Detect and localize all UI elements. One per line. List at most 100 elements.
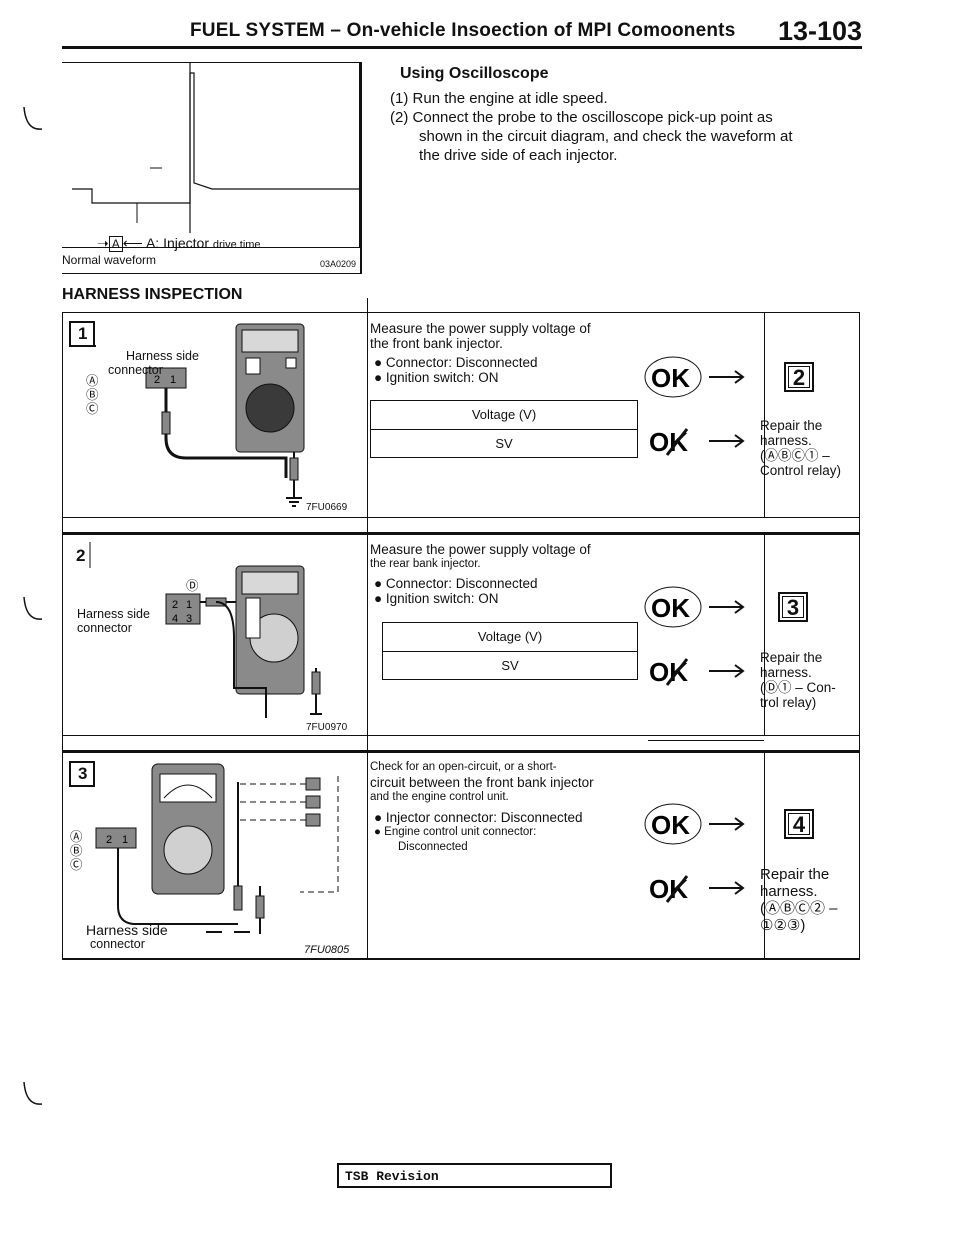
voltage-table: Voltage (V) SV — [370, 400, 638, 458]
svg-text:3: 3 — [186, 613, 192, 625]
header-rule — [62, 46, 862, 49]
frame-line — [62, 312, 860, 313]
bullet-item: ● Connector: Disconnected — [374, 576, 538, 591]
section-3-text: Check for an open-circuit, or a short- c… — [370, 760, 640, 855]
step-text: Connect the probe to the oscilloscope pi… — [412, 109, 773, 126]
frame-line — [62, 517, 860, 518]
step-num: (2) — [390, 109, 409, 126]
svg-text:1: 1 — [186, 599, 192, 611]
oscilloscope-title: Using Oscilloscope — [400, 65, 549, 82]
page-number: 13-103 — [778, 16, 863, 46]
terminal-d-icon: Ⓓ — [186, 579, 199, 593]
figure-label: Harness side — [126, 349, 199, 363]
frame-line — [764, 535, 765, 735]
svg-text:2: 2 — [172, 599, 178, 611]
section-number: 3 — [78, 764, 88, 783]
step-1: (1) Run the engine at idle speed. — [390, 89, 793, 108]
section-heading: and the engine control unit. — [370, 791, 509, 803]
figure-code: 7FU0669 — [306, 502, 348, 513]
table-value: SV — [383, 651, 637, 679]
binder-mark — [23, 1081, 43, 1105]
bullet-item: ● Connector: Disconnected — [374, 355, 538, 370]
harness-title: HARNESS INSPECTION — [62, 286, 243, 303]
bullet-item: ● Ignition switch: ON — [374, 370, 499, 385]
arrow-left-icon: ⟵ — [122, 235, 143, 251]
waveform-caption: ➝A⟵ A: Injector drive time — [97, 235, 261, 252]
table-header: Voltage (V) — [477, 629, 543, 644]
bullet-item: Disconnected — [398, 841, 468, 853]
section-heading: Measure the power supply voltage of — [370, 542, 591, 557]
section-number: 2 — [76, 546, 86, 565]
oscilloscope-steps: (1) Run the engine at idle speed. (2) Co… — [390, 89, 793, 165]
frame-line — [62, 958, 860, 960]
section-2-figure: 2 1 4 3 2 Ⓓ Harness side connector 7FU09… — [66, 538, 362, 734]
table-header: Voltage (V) — [471, 407, 537, 422]
repair-note: Repair the harness. (ⒶⒷⒸ① – Control rela… — [760, 418, 842, 478]
bullet-item: ● Injector connector: Disconnected — [374, 810, 583, 825]
marker-a: A — [108, 236, 123, 252]
binder-mark — [23, 106, 43, 130]
figure-label: Harness side — [77, 607, 150, 621]
step-2: (2) Connect the probe to the oscilloscop… — [390, 108, 793, 127]
svg-text:2: 2 — [106, 834, 112, 846]
step-num: (1) — [390, 90, 409, 107]
voltage-table: Voltage (V) SV — [382, 622, 638, 680]
table-value: SV — [371, 429, 637, 457]
arrow-right-icon: ➝ — [97, 235, 109, 251]
step-text: Run the engine at idle speed. — [412, 90, 608, 107]
waveform-trace — [72, 63, 360, 233]
repair-note: Repair the harness. (Ⓓ① – Con- trol rela… — [760, 650, 836, 710]
tsb-revision-box: TSB Revision — [337, 1163, 612, 1188]
next-step-box: 2 — [784, 362, 814, 392]
repair-note: Repair the harness. (ⒶⒷⒸ② – ①②③) — [760, 866, 838, 934]
frame-line — [764, 752, 765, 960]
frame-line — [648, 740, 764, 741]
caption-small: drive time — [212, 239, 261, 251]
caption-text: A: Injector — [145, 235, 209, 251]
binder-mark — [23, 596, 43, 620]
frame-line — [764, 312, 765, 517]
svg-text:1: 1 — [122, 834, 128, 846]
ok-ng-arrows: OK OK — [644, 803, 745, 904]
frame-line — [62, 735, 860, 736]
svg-text:2: 2 — [154, 374, 160, 386]
figure-label: connector — [77, 621, 132, 635]
frame-line — [62, 750, 860, 753]
frame-line — [62, 532, 860, 535]
step-2-cont1: shown in the circuit diagram, and check … — [419, 128, 793, 145]
section-2-text: Measure the power supply voltage of the … — [370, 542, 640, 606]
next-step-box: 3 — [778, 592, 808, 622]
bullet-item: ● Ignition switch: ON — [374, 591, 499, 606]
svg-text:4: 4 — [172, 613, 178, 625]
svg-text:OK: OK — [651, 363, 690, 393]
next-step-box: 4 — [784, 809, 814, 839]
figure-code: 7FU0970 — [306, 722, 348, 733]
svg-text:OK: OK — [651, 593, 690, 623]
ok-ng-arrows: OK OK — [644, 586, 745, 687]
waveform-label: Normal waveform — [62, 253, 157, 267]
section-heading: the rear bank injector. — [370, 558, 481, 570]
frame-line — [367, 298, 368, 960]
svg-text:OK: OK — [651, 810, 690, 840]
bullet-item: ● Engine control unit connector: — [374, 826, 537, 838]
figure-label: connector — [108, 363, 163, 377]
frame-line — [62, 312, 63, 960]
frame-line — [859, 312, 860, 960]
section-heading: circuit between the front bank injector — [370, 775, 594, 790]
oscilloscope-screen — [62, 63, 360, 248]
waveform-figure: ➝A⟵ A: Injector drive time Normal wavefo… — [62, 62, 362, 274]
svg-text:1: 1 — [170, 374, 176, 386]
section-heading: Measure the power supply voltage of — [370, 321, 591, 336]
figure-code: 7FU0805 — [304, 944, 350, 956]
figure-code: 03A0209 — [319, 259, 356, 269]
section-1-text: Measure the power supply voltage of the … — [370, 321, 640, 385]
step-2-cont2: the drive side of each injector. — [419, 147, 618, 164]
section-heading: the front bank injector. — [370, 336, 503, 351]
page-header-title: FUEL SYSTEM – On-vehicle Insoection of M… — [190, 20, 736, 41]
figure-label: Harness side — [86, 922, 168, 938]
ok-ng-arrows: OK OK — [644, 356, 745, 457]
